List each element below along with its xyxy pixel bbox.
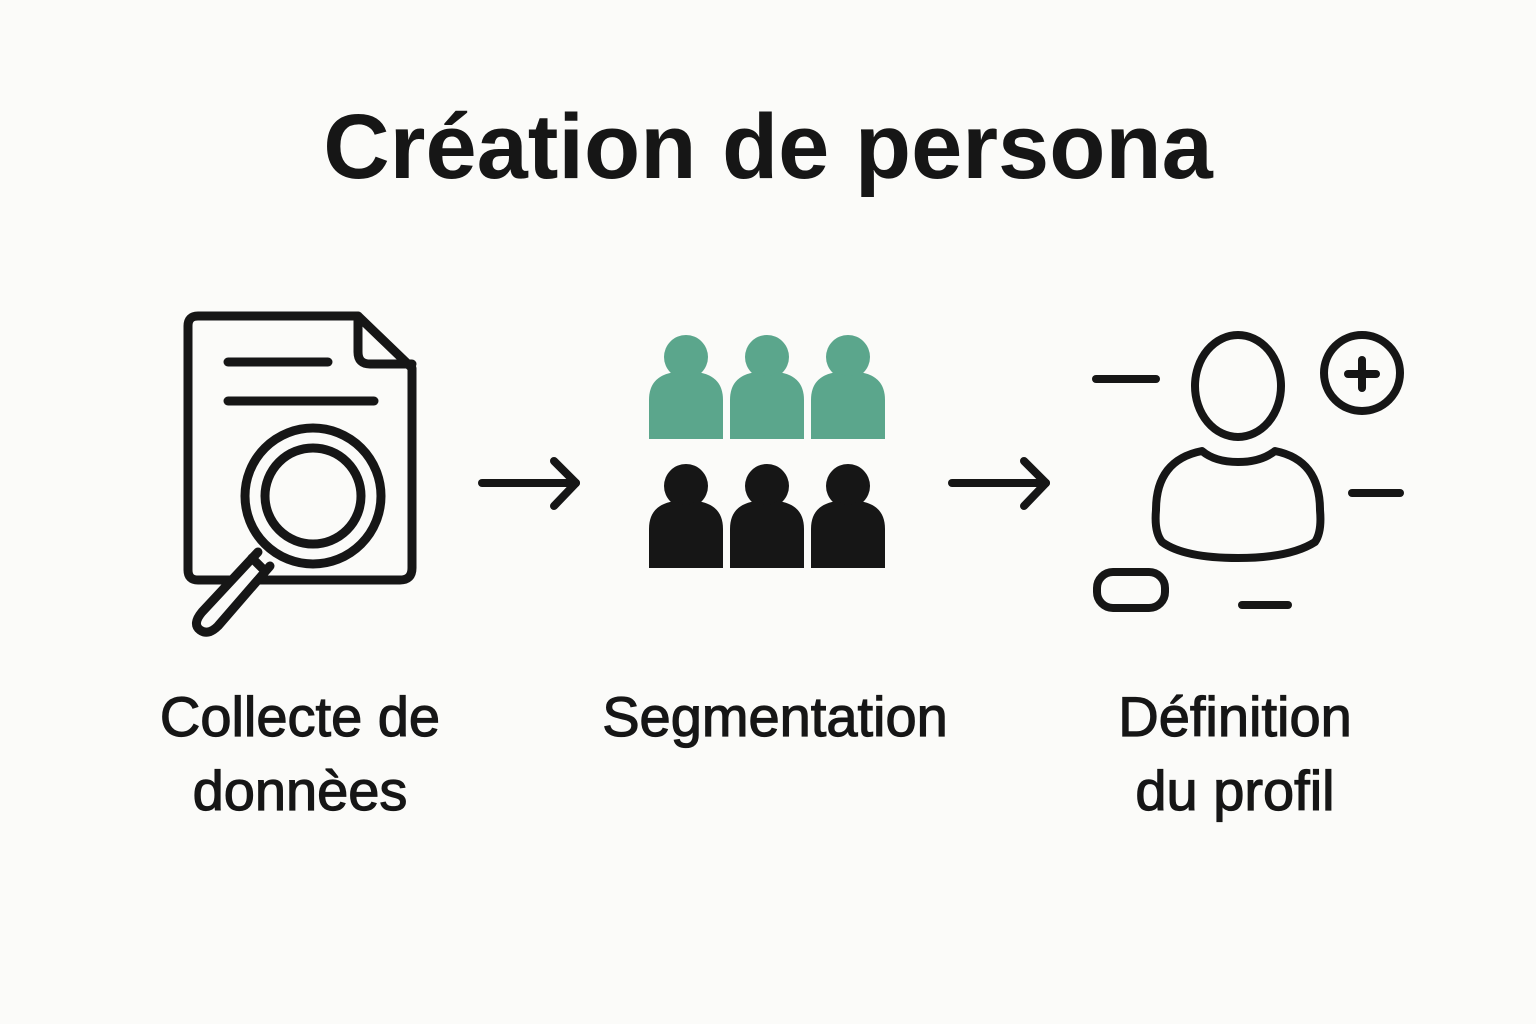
user-profile-icon (1092, 331, 1404, 612)
people-group-icon (649, 335, 885, 568)
step-label-data-collection: Collecte de donnèes (159, 684, 441, 822)
document-magnifier-icon (183, 311, 417, 637)
segment-black-group (649, 464, 885, 568)
step-label-segmentation: Segmentation (602, 684, 949, 748)
arrow-right-icon (948, 457, 1050, 510)
segment-green-group (649, 335, 885, 439)
step-label-profile-definition: Définition du profil (1118, 684, 1353, 822)
arrow-right-icon (478, 457, 580, 510)
page-title: Création de persona (323, 96, 1213, 198)
